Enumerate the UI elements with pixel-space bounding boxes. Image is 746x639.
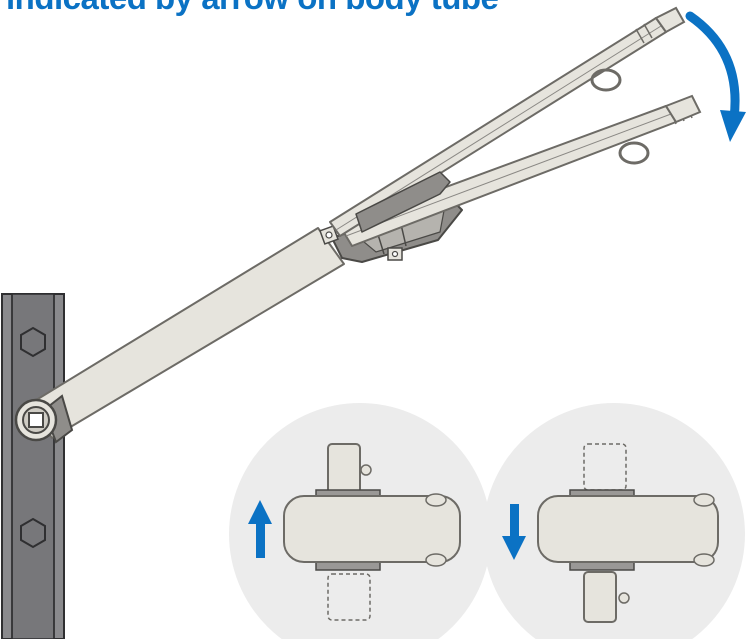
arrow-up-icon (248, 500, 272, 558)
hex-bolt-icon (20, 517, 46, 549)
steel-beam (1, 293, 65, 639)
wrench-upper-position (329, 6, 686, 237)
curved-arrow-clockwise-icon (685, 11, 746, 142)
detail-view-left (229, 403, 491, 639)
hex-bolt-icon (20, 326, 46, 358)
detail-view-right (483, 403, 745, 639)
heading: indicated by arrow on body tube (6, 0, 499, 18)
wrench-lower-position (14, 94, 702, 444)
arrow-down-icon (502, 504, 526, 560)
